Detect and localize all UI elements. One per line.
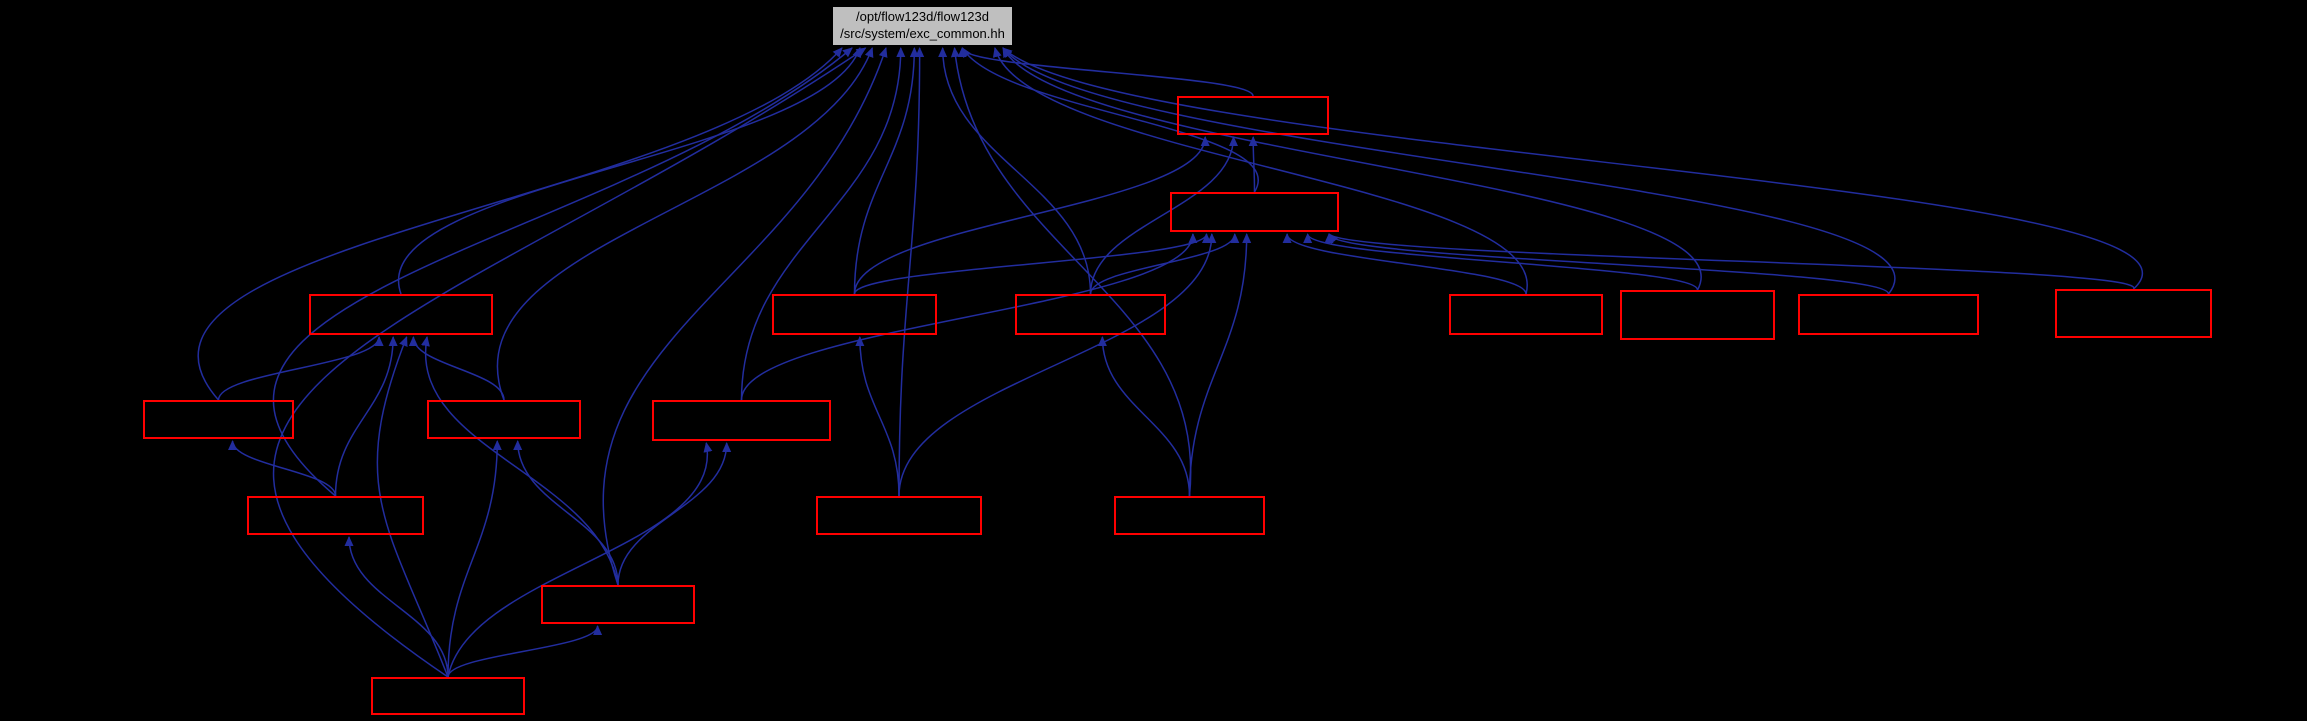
graph-node-n9[interactable]	[2055, 289, 2212, 338]
graph-root-node: /opt/flow123d/flow123d/src/system/exc_co…	[832, 6, 1013, 46]
graph-root-label-line-2: /src/system/exc_common.hh	[840, 26, 1005, 41]
dependency-edge	[898, 47, 925, 497]
graph-node-n7[interactable]	[1620, 290, 1775, 340]
dependency-edge	[217, 336, 384, 401]
dependency-edge	[447, 442, 713, 678]
graph-node-n3[interactable]	[309, 294, 493, 335]
graph-node-n13[interactable]	[247, 496, 424, 535]
dependency-edge	[1328, 233, 2135, 290]
dependency-edge	[1303, 233, 1699, 291]
graph-node-n12[interactable]	[652, 400, 831, 441]
dependency-edge	[602, 47, 888, 586]
dependency-edge	[740, 233, 1198, 401]
dependency-edge	[1002, 47, 2144, 290]
dependency-edge	[1282, 233, 1527, 295]
dependency-edge	[898, 233, 1217, 497]
dependency-edge	[197, 47, 843, 401]
graph-node-n16[interactable]	[541, 585, 695, 624]
dependency-edge	[496, 47, 874, 401]
dependency-edge	[513, 440, 619, 586]
graph-node-n10[interactable]	[143, 400, 294, 439]
dependency-edge	[344, 536, 449, 678]
dependency-edge	[1002, 47, 1896, 295]
dependency-edge	[1248, 136, 1258, 193]
dependency-edge	[272, 47, 853, 497]
dependency-edge	[950, 47, 1192, 497]
graph-node-n2[interactable]	[1170, 192, 1339, 232]
dependency-edge	[447, 625, 603, 678]
dependency-edge	[447, 440, 502, 678]
dependency-edge	[957, 47, 1254, 97]
graph-node-n15[interactable]	[1114, 496, 1265, 535]
dependency-edge	[1324, 233, 1890, 295]
graph-node-n6[interactable]	[1449, 294, 1603, 335]
dependency-edge	[853, 233, 1211, 295]
graph-node-n5[interactable]	[1015, 294, 1166, 335]
dependency-edge	[408, 336, 505, 401]
graph-node-n4[interactable]	[772, 294, 937, 335]
graph-node-n8[interactable]	[1798, 294, 1979, 335]
graph-node-n14[interactable]	[816, 496, 982, 535]
dependency-edge	[397, 47, 862, 295]
graph-root-label-line-1: /opt/flow123d/flow123d	[856, 9, 989, 25]
dependency-edge	[272, 47, 867, 678]
dependency-edge	[334, 336, 398, 497]
dependency-edge	[740, 47, 906, 401]
dependency-edge	[1089, 136, 1238, 295]
dependency-edge	[1002, 47, 1702, 291]
graph-node-n17[interactable]	[371, 677, 525, 715]
dependency-edge	[1089, 233, 1240, 295]
dependency-edge	[376, 336, 449, 678]
dependency-edge	[855, 336, 900, 497]
graph-node-n1[interactable]	[1177, 96, 1329, 135]
dependency-edge	[961, 47, 1259, 193]
dependency-edge	[853, 47, 919, 295]
dependency-edge	[1188, 233, 1252, 497]
dependency-edge	[938, 47, 1092, 295]
dependency-edge	[853, 136, 1210, 295]
graph-node-n11[interactable]	[427, 400, 581, 439]
dependency-edge	[1097, 336, 1191, 497]
dependency-edge	[228, 440, 337, 497]
